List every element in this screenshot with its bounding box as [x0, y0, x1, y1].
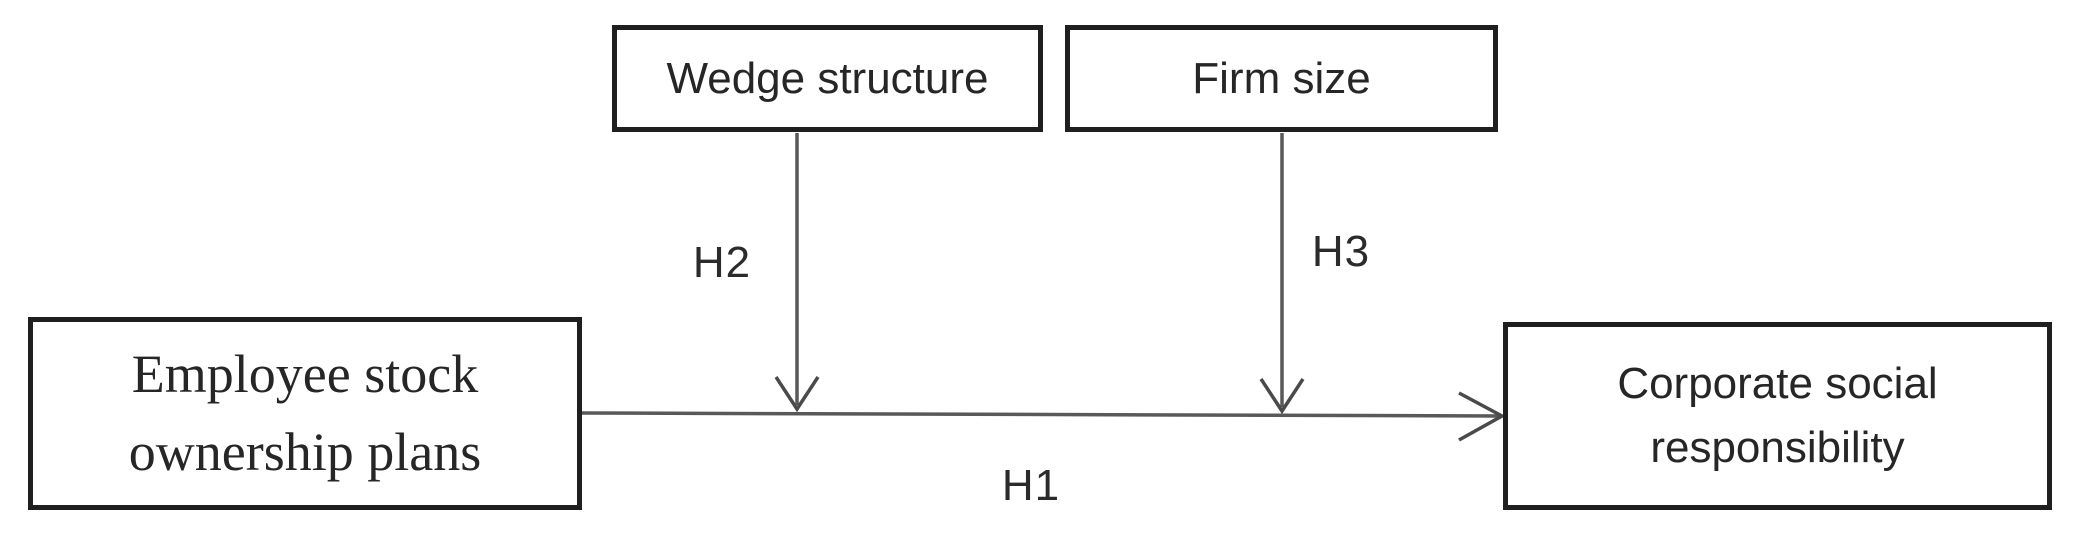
h3-arrowhead-icon	[1259, 378, 1305, 415]
node-wedge-structure: Wedge structure	[612, 25, 1043, 132]
node-corporate-social-responsibility: Corporate social responsibility	[1503, 322, 2052, 510]
node-firm-size: Firm size	[1065, 25, 1498, 132]
node-corporate-social-responsibility-label: Corporate social responsibility	[1617, 359, 1938, 472]
h2-edge-label: H2	[692, 238, 752, 287]
node-wedge-structure-label: Wedge structure	[666, 53, 989, 103]
node-employee-stock-ownership-plans: Employee stock ownership plans	[28, 317, 582, 510]
node-firm-size-label: Firm size	[1192, 53, 1371, 103]
h3-edge-label: H3	[1311, 227, 1371, 276]
h1-arrowhead-icon	[1458, 391, 1506, 442]
node-employee-stock-ownership-plans-label: Employee stock ownership plans	[128, 343, 482, 482]
h1-arrow-line	[581, 411, 1500, 418]
h1-edge-label: H1	[1001, 461, 1061, 510]
h2-arrowhead-icon	[774, 376, 820, 413]
